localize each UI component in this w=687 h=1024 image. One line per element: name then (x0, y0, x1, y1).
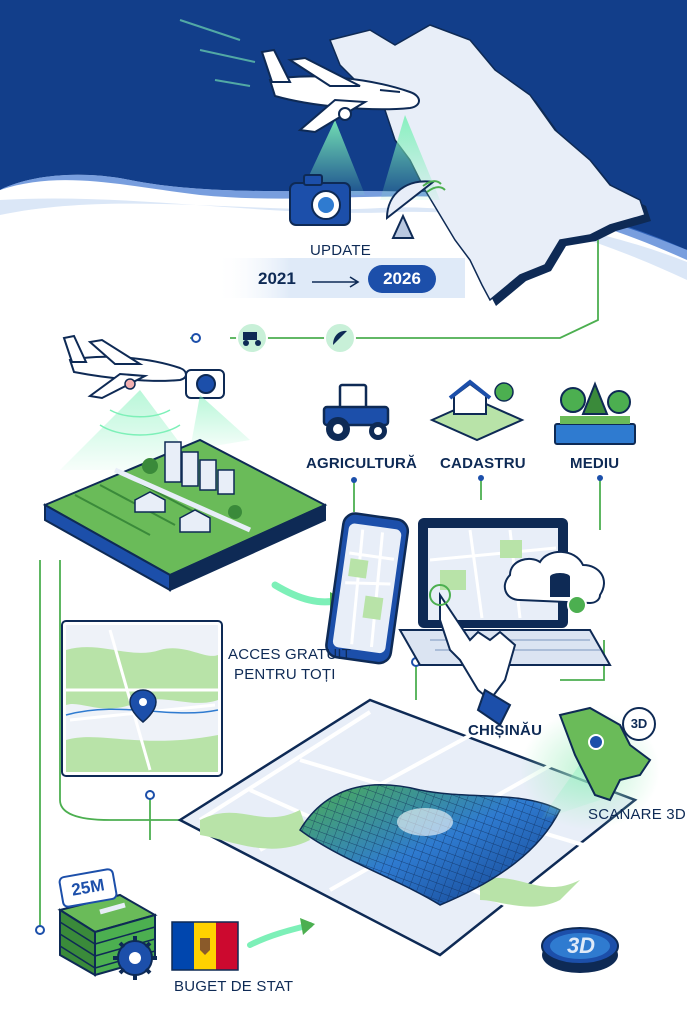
budget-label: BUGET DE STAT (174, 978, 294, 995)
gear-icon (113, 936, 157, 980)
flow-arrow (247, 922, 313, 948)
hand-pointer-icon (429, 584, 517, 727)
airplane-icon (260, 48, 420, 134)
scan-beam (380, 115, 440, 200)
cloud-database-icon (503, 550, 605, 615)
city-3d-badge: 3D (622, 707, 656, 741)
house-icon (429, 379, 525, 442)
access-label-line1: ACCES GRATUIT (228, 646, 352, 663)
connector-lines (39, 240, 605, 930)
sector-label-cadastre: CADASTRU (440, 455, 526, 472)
sector-label-environment: MEDIU (570, 455, 620, 472)
moldova-mini-map (558, 706, 652, 802)
timeline-arrow (312, 276, 360, 288)
airplane-icon (62, 334, 187, 400)
tractor-icon (236, 322, 268, 354)
sector-label-agriculture: AGRICULTURĂ (306, 455, 418, 472)
smartphone-icon (325, 512, 410, 665)
flag-icon (171, 921, 239, 971)
3d-coin (541, 927, 619, 973)
year-from: 2021 (258, 269, 296, 288)
location-pin-icon (129, 689, 157, 723)
access-label-line2: PENTRU TOȚI (234, 666, 336, 683)
city-label: CHIȘINĂU (468, 722, 543, 739)
camera-icon (185, 369, 225, 399)
satellite-dish-icon (324, 322, 356, 354)
satellite-dish-icon (385, 180, 446, 239)
isometric-land-tile (42, 438, 328, 592)
update-label: UPDATE (310, 242, 371, 259)
year-to-badge: 2026 (368, 265, 436, 293)
camera-icon (289, 174, 351, 226)
terrain-3d-badge: 3D (566, 933, 596, 958)
scan-3d-label: SCANARE 3D (588, 806, 686, 823)
scan-beam (190, 395, 250, 450)
tractor-icon (322, 383, 390, 441)
trees-icon (554, 381, 636, 445)
